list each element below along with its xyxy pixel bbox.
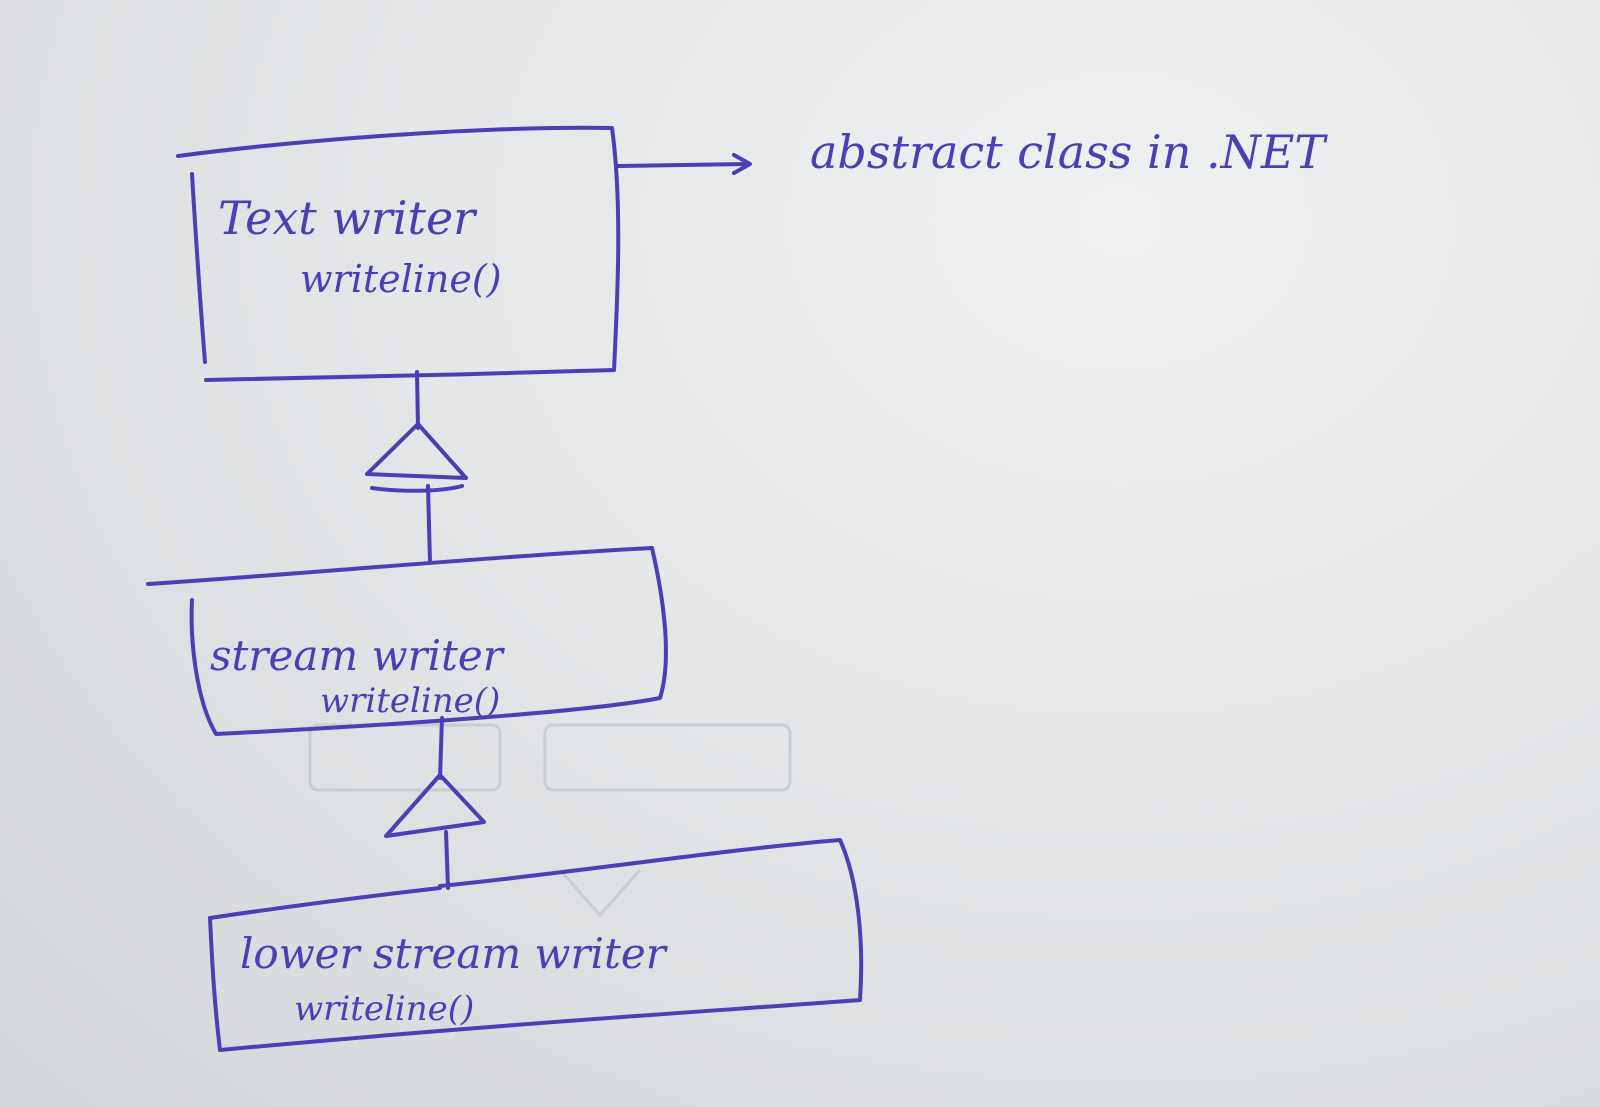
- class-name-text-writer: Text writer: [218, 191, 478, 245]
- class-method-stream-writer: writeline(): [320, 681, 500, 721]
- class-box-text-writer: Text writer writeline(): [176, 125, 621, 382]
- class-method-text-writer: writeline(): [300, 257, 502, 301]
- annotation-arrow: [616, 153, 752, 175]
- class-box-stream-writer: stream writer writeline(): [146, 546, 668, 736]
- background-ghost-marks: [308, 723, 792, 918]
- inheritance-arrow-1: [365, 370, 468, 564]
- class-name-stream-writer: stream writer: [210, 631, 506, 680]
- inheritance-arrow-2: [384, 716, 486, 890]
- abstract-class-annotation: abstract class in .NET: [810, 125, 1328, 179]
- class-method-lower-stream-writer: writeline(): [294, 989, 474, 1029]
- class-box-lower-stream-writer: lower stream writer writeline(): [208, 838, 864, 1052]
- class-name-lower-stream-writer: lower stream writer: [240, 929, 669, 978]
